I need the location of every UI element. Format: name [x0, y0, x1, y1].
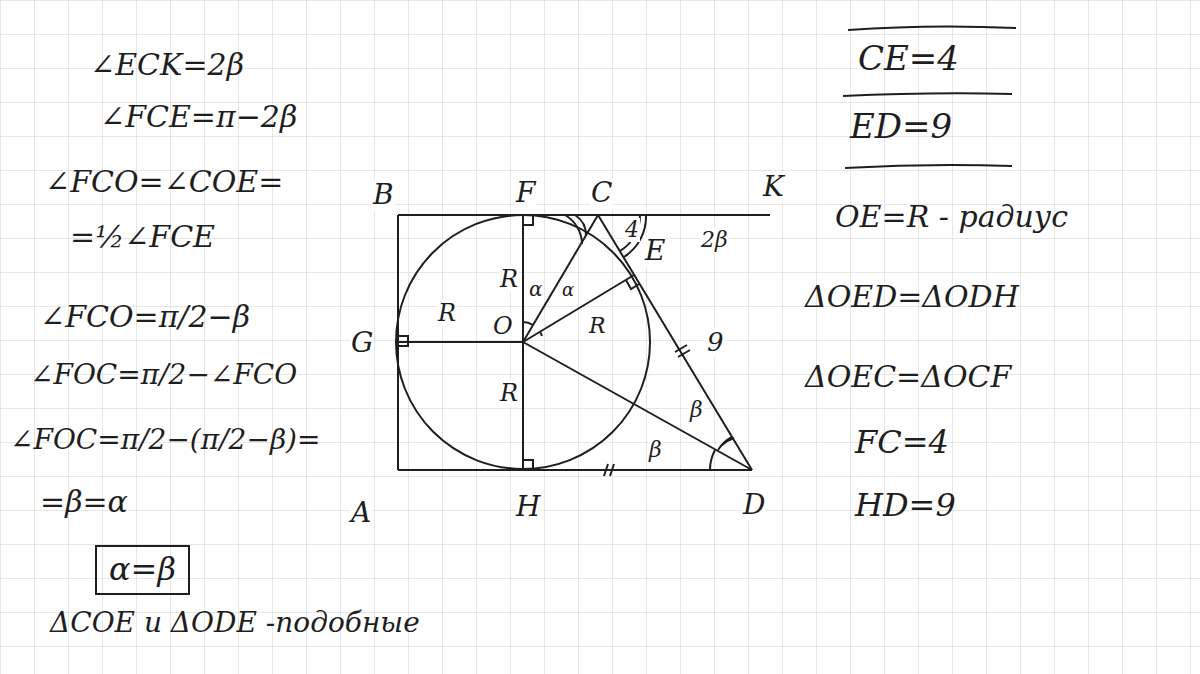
point-label: H [515, 492, 541, 523]
radius-label: R [588, 314, 607, 338]
radius-label: R [437, 300, 457, 326]
result-text: α=β [109, 552, 200, 587]
length-label: 9 [706, 328, 725, 357]
point-label: O [492, 313, 514, 339]
note-line: ΔOED=ΔODH [805, 280, 1019, 313]
angle-label: α [561, 280, 575, 300]
note-line: FC=4 [855, 425, 949, 460]
point-label: D [742, 490, 766, 521]
note-line: ∠FCE=π−2β [100, 100, 297, 133]
radius-label: R [499, 266, 519, 292]
point-label: K [762, 172, 785, 203]
point-label: C [590, 178, 613, 209]
angle-label: 2β [700, 228, 729, 252]
note-line: =β=α [40, 485, 128, 518]
note-line: ∠FOC=π/2−(π/2−β)= [10, 425, 320, 456]
given-value: CE=4 [858, 40, 959, 77]
length-label: 4 [624, 218, 640, 242]
given-value: ED=9 [850, 108, 952, 145]
note-line: ΔOEC=ΔOCF [805, 360, 1011, 393]
note-line: HD=9 [855, 488, 956, 523]
point-label: E [644, 236, 666, 267]
note-line: ∠FCO=∠COE= [45, 165, 283, 198]
result-box: α=β [95, 545, 190, 595]
note-line: ∠ECK=2β [90, 48, 244, 81]
point-label: F [515, 178, 536, 209]
point-label: G [350, 328, 374, 359]
point-label: B [372, 180, 395, 211]
note-line: ∠FOC=π/2−∠FCO [30, 360, 297, 391]
angle-label: β [689, 398, 704, 422]
radius-label: R [499, 380, 519, 406]
note-line: =½∠FCE [70, 220, 215, 253]
note-line: OE=R - радиус [835, 200, 1068, 233]
note-line: ∠FCO=π/2−β [40, 300, 250, 333]
angle-label: α [528, 278, 544, 300]
point-label: A [350, 498, 372, 529]
note-line: ΔCOE и ΔODE -подобные [50, 608, 420, 639]
angle-label: β [648, 438, 663, 462]
